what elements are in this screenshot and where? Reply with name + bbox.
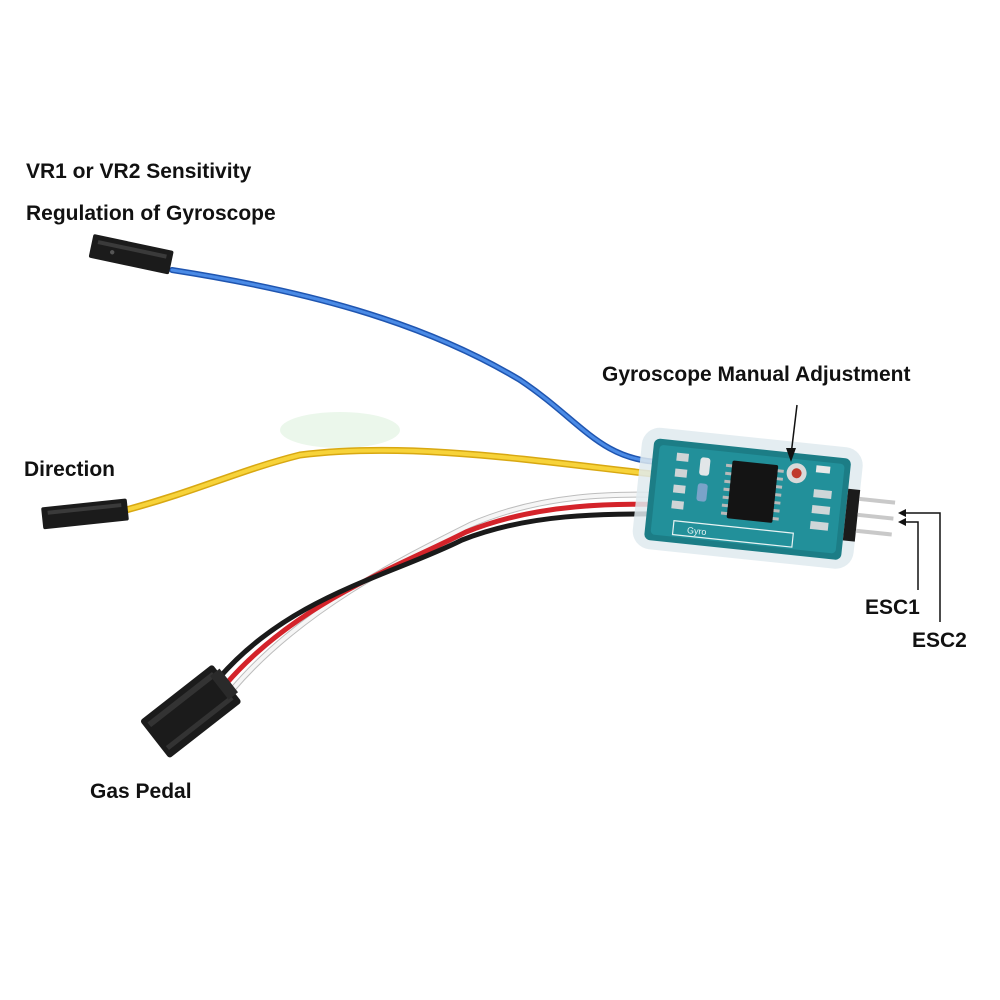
leader-lines — [786, 404, 941, 622]
servo-cable — [216, 491, 693, 693]
esc1-label: ESC1 — [865, 596, 920, 619]
background-reflection — [280, 412, 400, 448]
gyro-pcb: Gyro — [632, 427, 896, 569]
sensitivity-label-line2: Regulation of Gyroscope — [26, 202, 276, 225]
gas-pedal-label: Gas Pedal — [90, 780, 192, 803]
gas-pedal-connector — [140, 665, 241, 758]
yellow-wire — [122, 446, 694, 514]
manual-adjustment-label: Gyroscope Manual Adjustment — [602, 363, 911, 386]
sensitivity-label-line1: VR1 or VR2 Sensitivity — [26, 160, 252, 183]
board-silkscreen-text: Gyro — [687, 525, 707, 537]
sensitivity-connector — [88, 234, 174, 275]
esc2-label: ESC2 — [912, 629, 967, 652]
direction-connector — [41, 498, 129, 530]
ic-chip — [726, 460, 779, 523]
direction-label: Direction — [24, 458, 116, 481]
